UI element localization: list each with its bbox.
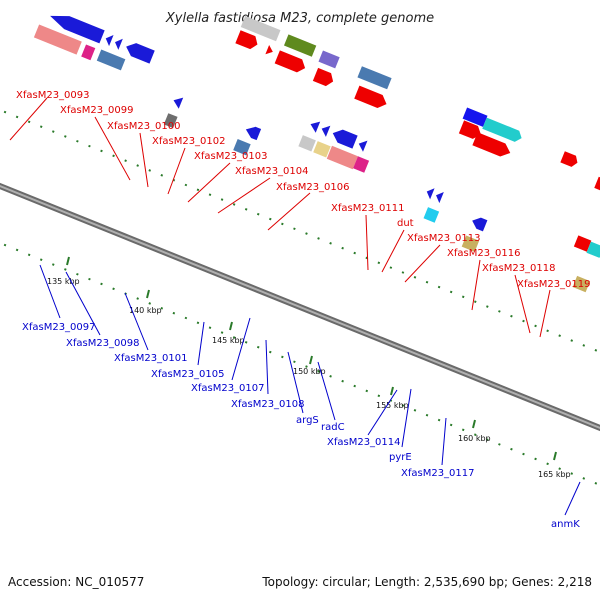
gene-label: XfasM23_0111 bbox=[331, 203, 405, 214]
gene-label: XfasM23_0097 bbox=[22, 322, 96, 333]
tick-label: 140 kbp bbox=[129, 306, 162, 315]
gene-label: XfasM23_0113 bbox=[407, 233, 481, 244]
tick-label: 165 kbp bbox=[538, 470, 571, 479]
gene-feature bbox=[358, 140, 368, 152]
gene-feature bbox=[357, 66, 392, 90]
gene-feature bbox=[115, 38, 123, 50]
gene-feature bbox=[173, 97, 184, 109]
accession-text: Accession: NC_010577 bbox=[8, 575, 144, 589]
tick-label: 160 kbp bbox=[458, 434, 491, 443]
gene-feature bbox=[332, 129, 358, 149]
gene-feature bbox=[265, 44, 273, 55]
gene-feature bbox=[298, 135, 316, 152]
gene-feature bbox=[326, 145, 358, 170]
gene-feature bbox=[245, 126, 262, 141]
gene-feature bbox=[461, 235, 480, 252]
gene-label: anmK bbox=[551, 519, 580, 530]
gene-label: XfasM23_0101 bbox=[114, 353, 188, 364]
scale-ticks bbox=[66, 256, 557, 461]
gene-label: XfasM23_0100 bbox=[107, 121, 181, 132]
gene-feature bbox=[313, 141, 331, 158]
gene-feature bbox=[310, 121, 321, 133]
guide-tracks bbox=[0, 108, 600, 487]
gene-label: pyrE bbox=[389, 452, 412, 463]
gene-feature bbox=[105, 35, 114, 47]
tick-label: 135 kbp bbox=[47, 277, 80, 286]
gene-feature bbox=[472, 132, 511, 157]
gene-feature bbox=[354, 85, 387, 109]
gene-label: XfasM23_0103 bbox=[194, 151, 268, 162]
reverse-labels bbox=[39, 264, 581, 516]
forward-labels bbox=[9, 97, 551, 338]
gene-label: XfasM23_0117 bbox=[401, 468, 475, 479]
gene-feature bbox=[458, 120, 481, 139]
gene-label: XfasM23_0093 bbox=[16, 90, 90, 101]
gene-feature bbox=[318, 50, 340, 69]
genome-axis bbox=[0, 182, 600, 432]
gene-feature bbox=[472, 217, 488, 232]
gene-feature bbox=[163, 113, 178, 129]
reverse-label-texts: XfasM23_0097 XfasM23_0098 XfasM23_0101 X… bbox=[22, 322, 580, 530]
gene-feature bbox=[235, 30, 258, 50]
gene-label: XfasM23_0108 bbox=[231, 399, 305, 410]
gene-feature bbox=[436, 191, 444, 204]
gene-feature bbox=[50, 15, 105, 44]
gene-label: XfasM23_0116 bbox=[447, 248, 521, 259]
gene-feature bbox=[283, 34, 317, 57]
tick-label: 155 kbp bbox=[376, 401, 409, 410]
gene-feature bbox=[353, 156, 370, 173]
gene-feature bbox=[560, 151, 578, 167]
gene-label: dut bbox=[397, 218, 414, 229]
gene-label: radC bbox=[321, 422, 345, 433]
gene-label: argS bbox=[296, 415, 319, 426]
gene-feature bbox=[81, 44, 96, 61]
gene-feature bbox=[233, 139, 251, 156]
gene-feature bbox=[33, 24, 82, 55]
gene-feature bbox=[423, 207, 440, 223]
gene-label: XfasM23_0107 bbox=[191, 383, 265, 394]
gene-feature bbox=[426, 188, 435, 200]
gene-feature bbox=[462, 107, 488, 127]
gene-feature bbox=[594, 176, 600, 194]
tick-label: 145 kbp bbox=[212, 336, 245, 345]
scale-tick-labels: 135 kbp 140 kbp 145 kbp 150 kbp 155 kbp … bbox=[47, 277, 571, 479]
gene-feature bbox=[572, 275, 591, 293]
gene-feature bbox=[482, 117, 522, 142]
gene-feature bbox=[240, 15, 281, 42]
gene-features bbox=[33, 15, 600, 293]
gene-feature bbox=[321, 125, 331, 137]
gene-feature bbox=[573, 235, 592, 252]
gene-label: XfasM23_0104 bbox=[235, 166, 309, 177]
gene-feature bbox=[126, 43, 155, 64]
gene-label: XfasM23_0105 bbox=[151, 369, 225, 380]
gene-label: XfasM23_0119 bbox=[517, 279, 591, 290]
tick-label: 150 kbp bbox=[293, 367, 326, 376]
map-title: Xylella fastidiosa M23, complete genome bbox=[165, 11, 434, 26]
gene-label: XfasM23_0118 bbox=[482, 263, 556, 274]
gene-label: XfasM23_0114 bbox=[327, 437, 401, 448]
gene-label: XfasM23_0099 bbox=[60, 105, 134, 116]
gene-label: XfasM23_0102 bbox=[152, 136, 226, 147]
summary-text: Topology: circular; Length: 2,535,690 bp… bbox=[261, 575, 592, 589]
gene-label: XfasM23_0098 bbox=[66, 338, 140, 349]
gene-label: XfasM23_0106 bbox=[276, 182, 350, 193]
gene-feature bbox=[312, 67, 334, 87]
gene-feature bbox=[274, 50, 306, 73]
gene-feature bbox=[96, 49, 126, 71]
forward-label-texts: XfasM23_0093 XfasM23_0099 XfasM23_0100 X… bbox=[16, 90, 591, 290]
